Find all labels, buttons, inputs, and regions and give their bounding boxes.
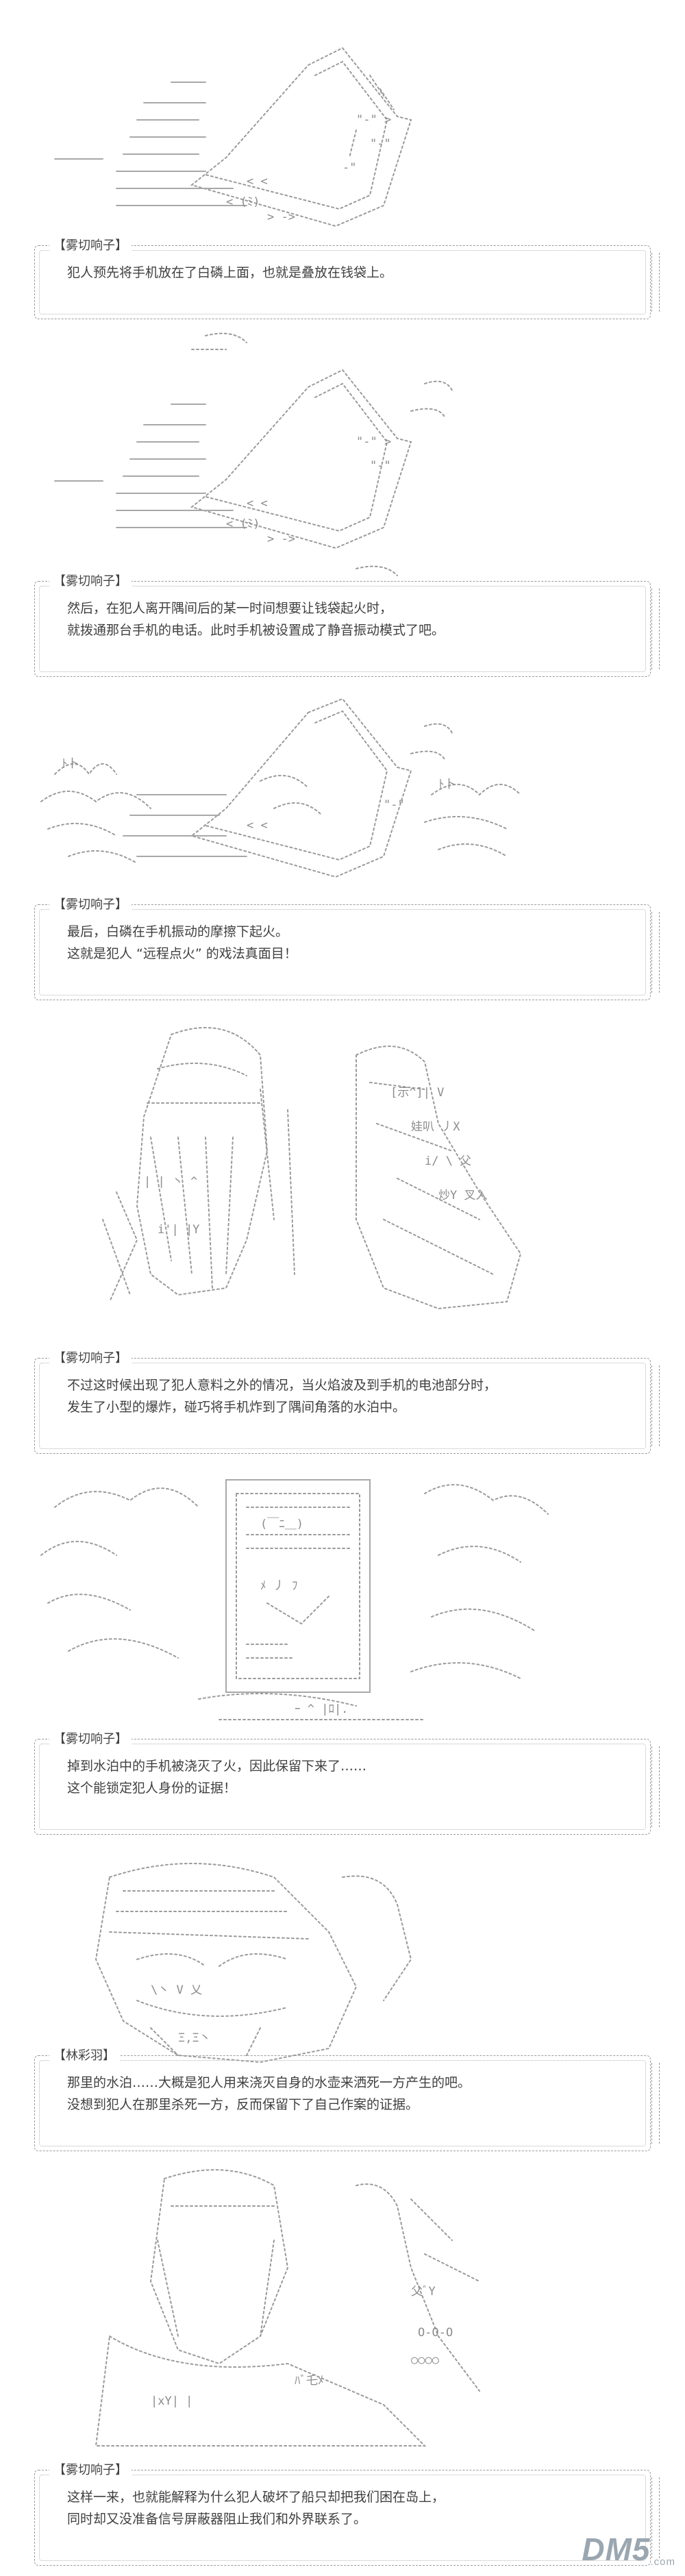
svg-text:"-": "-": [384, 798, 405, 812]
watermark-brand: DM5: [582, 2531, 651, 2567]
speaker-label: 【雾切响子】: [49, 897, 132, 913]
panel-3-ascii-art: ﾄ卜 ﾄ卜 < < "-": [0, 692, 685, 918]
panel-5: (￣ﾆ＿) ﾒ 丿 ﾌ ｰ ^ |ﾛ|. 【雾切响子】 掉到水泊中的手机被浇灭了…: [0, 1452, 685, 1857]
panel-1: < < < (ﾐ) > -> "-" > "-" -" 【雾切响子】 犯人预先将…: [0, 0, 685, 370]
speaker-label: 【雾切响子】: [49, 2463, 132, 2478]
dialog-lines: 然后，在犯人离开隅间后的某一时间想要让钱袋起火时， 就拨通那台手机的电话。此时手…: [67, 597, 630, 641]
svg-text:< (ﾐ): < (ﾐ): [226, 195, 260, 209]
panel-7-dialog-box: 【雾切响子】 这样一来，也就能解释为什么犯人破坏了船只却把我们困在岛上， 同时却…: [34, 2463, 660, 2566]
svg-text:< <: < <: [247, 175, 268, 188]
svg-text:父ﾞY: 父ﾞY: [411, 2285, 436, 2299]
svg-text:< (ﾐ): < (ﾐ): [226, 517, 260, 531]
svg-text:O‐O‐O: O‐O‐O: [418, 2326, 453, 2340]
panel-4: [示^]| V 娃叭 丿X i/ \ 父 炒Y 叉入 | | 丶 ^ i'| |…: [0, 1014, 685, 1459]
svg-text:炒Y 叉入: 炒Y 叉入: [438, 1189, 487, 1202]
svg-text:○○○○: ○○○○: [411, 2353, 440, 2367]
speaker-label: 【雾切响子】: [49, 238, 132, 253]
panel-7-ascii-art: 父ﾞY O‐O‐O ○○○○ |xY| | ﾊﾞ乇ﾒ: [0, 2158, 685, 2460]
panel-6-ascii-art: \丶 V 乂 Ξ,Ξ丶: [0, 1850, 685, 2076]
svg-text:[示^]| V: [示^]| V: [390, 1086, 444, 1100]
dialog-line: 同时却又没准备信号屏蔽器阻止我们和外界联系了。: [67, 2512, 367, 2527]
panel-1-ascii-art: < < < (ﾐ) > -> "-" > "-" -": [0, 0, 685, 288]
dialog-line: 这样一来，也就能解释为什么犯人破坏了船只却把我们困在岛上，: [67, 2490, 445, 2505]
dialog-lines: 犯人预先将手机放在了白磷上面，也就是叠放在钱袋上。: [67, 262, 630, 284]
svg-text:ﾄ卜: ﾄ卜: [438, 778, 456, 791]
dialog-line: 不过这时候出现了犯人意料之外的情况，当火焰波及到手机的电池部分时，: [67, 1378, 497, 1393]
panel-7: 父ﾞY O‐O‐O ○○○○ |xY| | ﾊﾞ乇ﾒ 【雾切响子】 这样一来，也…: [0, 2158, 685, 2576]
svg-text:< <: < <: [247, 819, 268, 832]
watermark-domain: .com: [650, 2556, 675, 2568]
svg-text:\丶 V 乂: \丶 V 乂: [151, 1983, 202, 1997]
dialog-lines: 掉到水泊中的手机被浇灭了火，因此保留下来了…… 这个能锁定犯人身份的证据！: [67, 1755, 630, 1799]
dialog-lines: 那里的水泊……大概是犯人用来浇灭自身的水壶来洒死一方产生的吧。 没想到犯人在那里…: [67, 2072, 630, 2116]
dialog-frame: [34, 1358, 660, 1454]
svg-text:> ->: > ->: [267, 210, 295, 224]
svg-text:ｰ ^ |ﾛ|.: ｰ ^ |ﾛ|.: [295, 1702, 348, 1716]
dialog-line: 这就是犯人 “远程点火” 的戏法真面目！: [67, 946, 297, 961]
speaker-label: 【雾切响子】: [49, 1732, 132, 1747]
panel-3-dialog-box: 【雾切响子】 最后，白磷在手机振动的摩擦下起火。 这就是犯人 “远程点火” 的戏…: [34, 897, 660, 1000]
svg-text:(￣ﾆ＿): (￣ﾆ＿): [260, 1518, 303, 1531]
dialog-line: 没想到犯人在那里杀死一方，反而保留下了自己作案的证据。: [67, 2097, 419, 2112]
dialog-line: 这个能锁定犯人身份的证据！: [67, 1781, 237, 1796]
dialog-frame: [34, 1739, 660, 1835]
dialog-frame: [34, 2470, 660, 2566]
svg-text:i'| |Y: i'| |Y: [158, 1223, 199, 1237]
dialog-line: 最后，白磷在手机振动的摩擦下起火。: [67, 924, 289, 939]
speaker-label: 【雾切响子】: [49, 1351, 132, 1366]
svg-text:ﾄ卜: ﾄ卜: [62, 757, 79, 771]
svg-text:"-": "-": [370, 459, 391, 473]
panel-1-dialog-box: 【雾切响子】 犯人预先将手机放在了白磷上面，也就是叠放在钱袋上。: [34, 238, 660, 319]
svg-text:"-" >: "-" >: [356, 435, 391, 449]
dialog-line: 犯人预先将手机放在了白磷上面，也就是叠放在钱袋上。: [67, 265, 393, 280]
panel-3: ﾄ卜 ﾄ卜 < < "-" 【雾切响子】 最后，白磷在手机振动的摩擦下起火。 这…: [0, 692, 685, 1014]
speaker-label: 【雾切响子】: [49, 574, 132, 589]
svg-text:i/ \ 父: i/ \ 父: [425, 1154, 471, 1168]
svg-text:Ξ,Ξ丶: Ξ,Ξ丶: [178, 2031, 211, 2045]
panel-4-ascii-art: [示^]| V 娃叭 丿X i/ \ 父 炒Y 叉入 | | 丶 ^ i'| |…: [0, 1014, 685, 1357]
svg-text:"-": "-": [370, 137, 391, 151]
svg-text:-": -": [342, 161, 356, 175]
svg-text:| | 丶 ^: | | 丶 ^: [144, 1175, 197, 1189]
dialog-frame: [34, 581, 660, 677]
dialog-line: 就拨通那台手机的电话。此时手机被设置成了静音振动模式了吧。: [67, 623, 445, 638]
panel-2-dialog-box: 【雾切响子】 然后，在犯人离开隅间后的某一时间想要让钱袋起火时， 就拨通那台手机…: [34, 574, 660, 677]
svg-text:> ->: > ->: [267, 532, 295, 546]
svg-text:ﾊﾞ乇ﾒ: ﾊﾞ乇ﾒ: [295, 2374, 324, 2388]
panel-6-dialog-box: 【林彩羽】 那里的水泊……大概是犯人用来浇灭自身的水壶来洒死一方产生的吧。 没想…: [34, 2048, 660, 2151]
dialog-line: 那里的水泊……大概是犯人用来浇灭自身的水壶来洒死一方产生的吧。: [67, 2075, 471, 2090]
panel-6: \丶 V 乂 Ξ,Ξ丶 【林彩羽】 那里的水泊……大概是犯人用来浇灭自身的水壶来…: [0, 1850, 685, 2158]
speaker-label: 【林彩羽】: [49, 2048, 119, 2064]
panel-2: < < < (ﾐ) > -> "-" > "-" 【雾切响子】 然后，在犯人离开…: [0, 322, 685, 678]
dialog-lines: 不过这时候出现了犯人意料之外的情况，当火焰波及到手机的电池部分时， 发生了小型的…: [67, 1374, 630, 1418]
dialog-line: 发生了小型的爆炸，碰巧将手机炸到了隅间角落的水泊中。: [67, 1400, 406, 1415]
panel-5-ascii-art: (￣ﾆ＿) ﾒ 丿 ﾌ ｰ ^ |ﾛ|.: [0, 1452, 685, 1740]
site-watermark-logo: DM5.com: [582, 2531, 675, 2568]
dialog-lines: 这样一来，也就能解释为什么犯人破坏了船只却把我们困在岛上， 同时却又没准备信号屏…: [67, 2486, 630, 2530]
svg-text:|xY| |: |xY| |: [151, 2394, 192, 2408]
panel-4-dialog-box: 【雾切响子】 不过这时候出现了犯人意料之外的情况，当火焰波及到手机的电池部分时，…: [34, 1351, 660, 1454]
dialog-frame: [34, 245, 660, 319]
svg-text:"-" >: "-" >: [356, 113, 391, 127]
svg-text:ﾒ 丿 ﾌ: ﾒ 丿 ﾌ: [260, 1579, 297, 1593]
svg-text:< <: < <: [247, 497, 268, 510]
dialog-line: 然后，在犯人离开隅间后的某一时间想要让钱袋起火时，: [67, 601, 393, 616]
dialog-line: 掉到水泊中的手机被浇灭了火，因此保留下来了……: [67, 1759, 367, 1774]
svg-text:娃叭 丿X: 娃叭 丿X: [411, 1120, 460, 1134]
dialog-frame: [34, 2055, 660, 2151]
panel-5-dialog-box: 【雾切响子】 掉到水泊中的手机被浇灭了火，因此保留下来了…… 这个能锁定犯人身份…: [34, 1732, 660, 1835]
dialog-frame: [34, 904, 660, 1000]
panel-2-ascii-art: < < < (ﾐ) > -> "-" > "-": [0, 322, 685, 610]
dialog-lines: 最后，白磷在手机振动的摩擦下起火。 这就是犯人 “远程点火” 的戏法真面目！: [67, 921, 630, 965]
